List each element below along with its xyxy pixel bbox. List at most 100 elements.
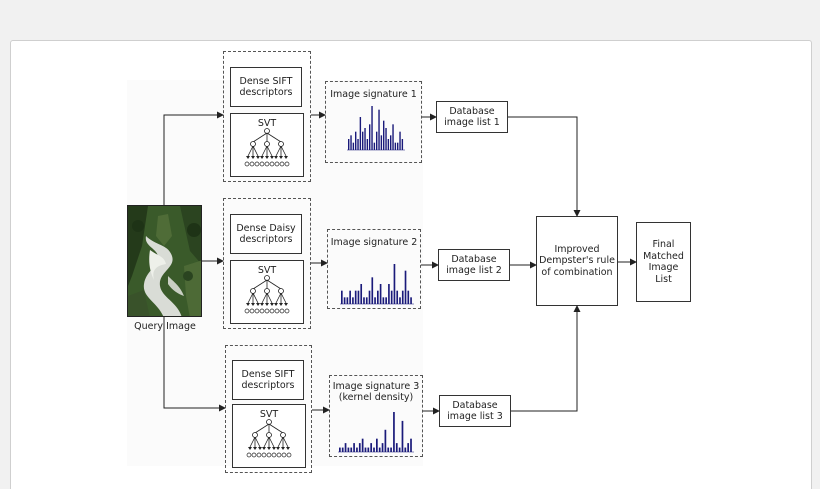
- histogram-bar: [341, 290, 343, 304]
- histogram-bar: [362, 131, 364, 150]
- histogram-bar: [364, 128, 366, 150]
- histogram-bar: [364, 447, 367, 452]
- signature-panel-1: [325, 81, 422, 163]
- signature-panel-2: [327, 229, 421, 309]
- histogram-bar: [393, 412, 395, 452]
- histogram-bar: [380, 135, 383, 150]
- histogram-bar: [410, 297, 412, 304]
- histogram-bar: [350, 135, 352, 150]
- histogram-bar: [348, 139, 350, 150]
- histogram-bar: [407, 290, 410, 304]
- histogram-bar: [371, 106, 373, 150]
- combination-box: Improved Dempster's rule of combination: [536, 216, 618, 306]
- histogram-bar: [376, 131, 378, 150]
- connector-query-branch-3: [163, 317, 226, 412]
- histogram-bar: [373, 142, 376, 150]
- descriptor-box-1: Dense SIFT descriptors: [230, 67, 302, 107]
- signature-label-2: Image signature 2: [330, 237, 418, 248]
- histogram-bar: [395, 443, 398, 452]
- histogram-bar: [370, 443, 373, 452]
- signature-label-1: Image signature 1: [330, 89, 417, 100]
- histogram-bar: [397, 142, 399, 150]
- histogram-bar: [352, 297, 354, 304]
- histogram-bar: [390, 290, 393, 304]
- histogram-bar: [401, 290, 404, 304]
- histogram-bar: [390, 447, 392, 452]
- query-image-picture: [128, 206, 201, 316]
- histogram-bar: [385, 128, 387, 150]
- histogram-bar: [357, 290, 360, 304]
- connector-query-branch-1: [163, 111, 224, 205]
- histogram-bar: [396, 290, 399, 304]
- connector-db-combination-3: [511, 305, 581, 412]
- histogram-bar: [383, 120, 385, 150]
- histogram-bar: [390, 135, 392, 150]
- query-image-label: Query Image: [134, 321, 196, 332]
- signature-panel-3: [329, 375, 423, 457]
- histogram-bar: [355, 131, 357, 150]
- svt-tree-icon: [246, 419, 292, 458]
- histogram-bar: [354, 290, 357, 304]
- histogram-bar: [359, 117, 362, 150]
- histogram-bar: [385, 297, 387, 304]
- histogram-bar: [371, 277, 374, 304]
- histogram-bar: [350, 447, 353, 452]
- histogram-bar: [401, 420, 404, 452]
- histogram-bar: [374, 297, 376, 304]
- histogram-bar: [382, 297, 385, 304]
- histogram-bar: [398, 447, 401, 452]
- histogram-bar: [352, 142, 355, 150]
- histogram-bar: [392, 124, 394, 150]
- histogram-bar: [377, 290, 379, 304]
- histogram-bar: [357, 139, 359, 150]
- histogram-bar: [347, 447, 350, 452]
- histogram-bar: [394, 142, 397, 150]
- svt-tree-icon: [244, 128, 290, 167]
- connector-db-combination-1: [508, 116, 581, 217]
- histogram-bar: [379, 284, 382, 304]
- histogram-bar: [353, 443, 355, 452]
- histogram-bar: [346, 297, 349, 304]
- histogram-bar: [404, 270, 407, 304]
- histogram-bar: [360, 284, 363, 304]
- histogram-bar: [367, 447, 370, 452]
- histogram-bar: [401, 139, 404, 150]
- histogram-bar: [387, 447, 390, 452]
- histogram-bar: [365, 297, 368, 304]
- signature-label-3: Image signature 3 (kernel density): [332, 381, 420, 403]
- histogram-bar: [356, 447, 358, 452]
- histogram-bar: [361, 438, 364, 452]
- histogram-bar: [339, 447, 341, 452]
- histogram-bar: [410, 438, 412, 452]
- query-image: [127, 205, 202, 317]
- histogram-bar: [378, 447, 381, 452]
- histogram-bar: [363, 297, 365, 304]
- svt-tree-icon: [244, 275, 290, 314]
- database-list-box-2: Database image list 2: [438, 249, 510, 281]
- descriptor-box-2: Dense Daisy descriptors: [230, 214, 302, 254]
- descriptor-box-3: Dense SIFT descriptors: [232, 360, 304, 400]
- histogram-bar: [381, 443, 384, 452]
- histogram-bar: [376, 438, 378, 452]
- histogram-bar: [384, 429, 387, 452]
- histogram-bar: [399, 131, 401, 150]
- database-list-box-1: Database image list 1: [436, 101, 508, 133]
- database-list-box-3: Database image list 3: [439, 395, 511, 427]
- histogram-bar: [344, 443, 347, 452]
- histogram-bar: [368, 290, 371, 304]
- histogram-bar: [404, 447, 407, 452]
- histogram-bar: [393, 264, 396, 304]
- histogram-bar: [369, 124, 371, 150]
- histogram-bar: [399, 297, 401, 304]
- histogram-bar: [387, 139, 390, 150]
- histogram-bar: [407, 443, 410, 452]
- histogram-bar: [373, 447, 375, 452]
- histogram-bar: [349, 290, 351, 304]
- histogram-bar: [341, 447, 344, 452]
- histogram-bar: [388, 284, 390, 304]
- histogram-bar: [358, 443, 361, 452]
- histogram-bar: [366, 139, 369, 150]
- histogram-bar: [378, 109, 380, 150]
- histogram-bar: [343, 297, 346, 304]
